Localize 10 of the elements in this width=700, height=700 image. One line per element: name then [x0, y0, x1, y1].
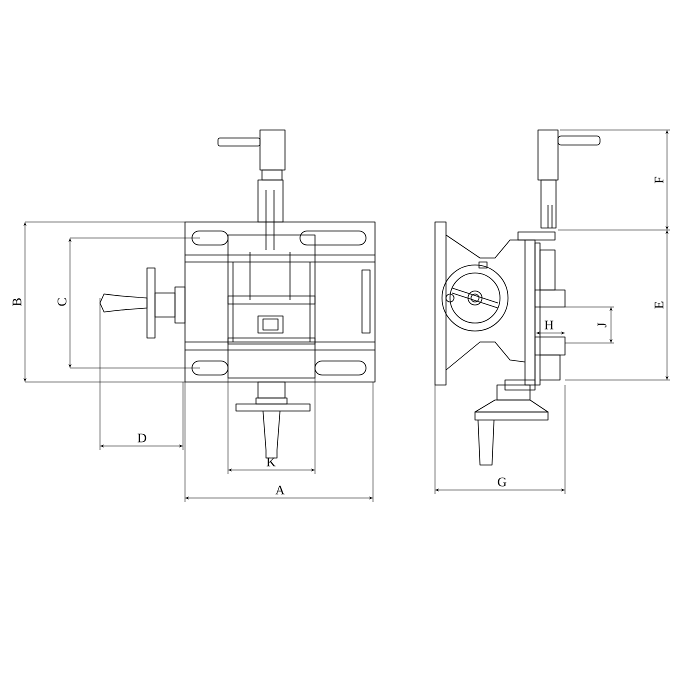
dimension-label: K [266, 458, 276, 466]
dimension-label: F [654, 176, 664, 184]
dimension-label: B [12, 298, 22, 306]
dimension-label: G [498, 478, 506, 486]
dimension-label: C [58, 298, 66, 306]
dimension-label: J [598, 322, 606, 328]
dimension-label: H [544, 320, 554, 330]
dimension-label: A [275, 486, 285, 494]
dimension-label: E [654, 302, 664, 309]
dimension-label: D [138, 434, 146, 442]
